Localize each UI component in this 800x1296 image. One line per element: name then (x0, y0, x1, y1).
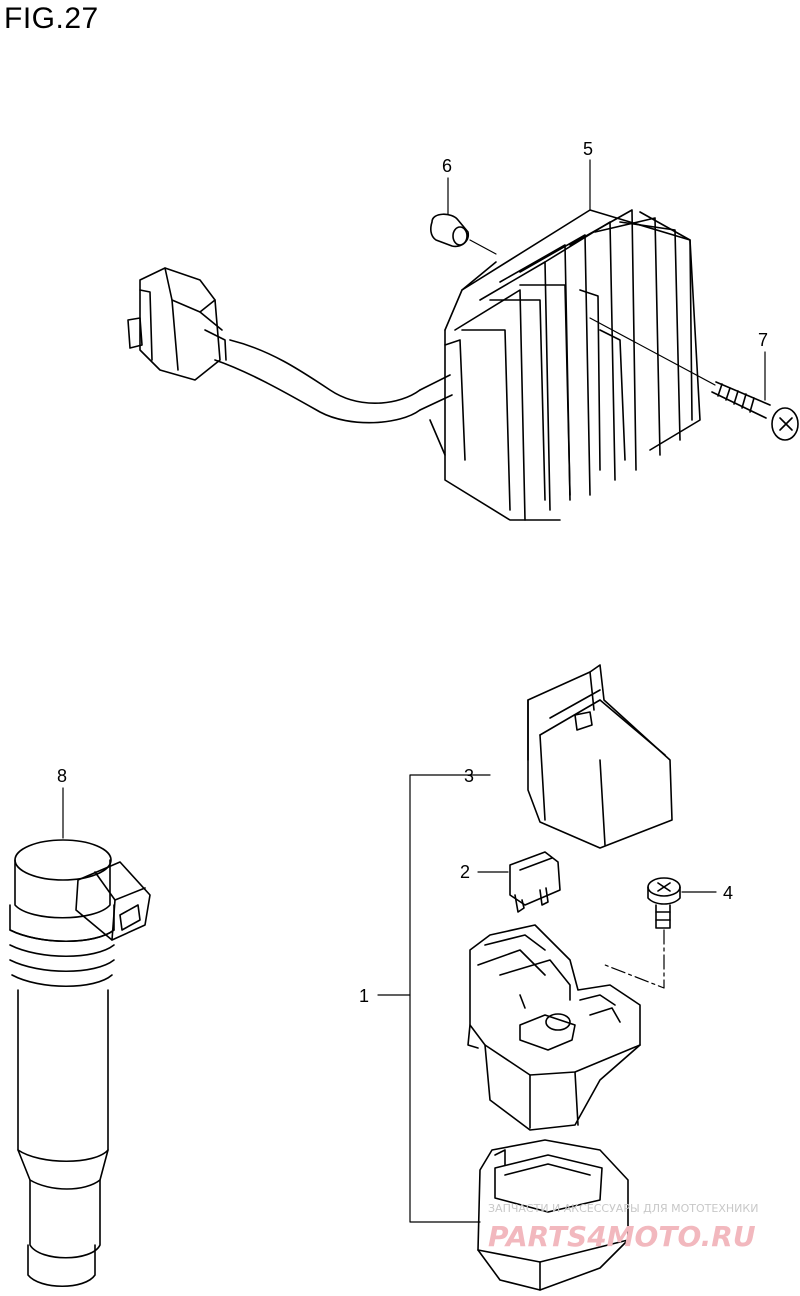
callout-3: 3 (464, 766, 474, 786)
screw-part-4 (604, 877, 717, 989)
spacer-part-6 (430, 177, 470, 248)
figure-title: FIG.27 (4, 2, 99, 35)
watermark-tagline: ЗАПЧАСТИ И АКСЕССУАРЫ ДЛЯ МОТОТЕХНИКИ (488, 1202, 758, 1215)
callout-6: 6 (442, 156, 452, 176)
starter-relay (467, 924, 641, 1131)
callout-4: 4 (723, 883, 733, 903)
callout-2: 2 (460, 862, 470, 882)
fuse-part-2 (477, 851, 561, 913)
bracket-lines-part-1 (377, 774, 491, 1223)
callout-5: 5 (583, 139, 593, 159)
bolt-part-7 (589, 159, 799, 441)
ignition-coil-part-8 (9, 787, 151, 1288)
regulator-harness (127, 267, 453, 456)
callout-8: 8 (57, 766, 67, 786)
watermark-brand: PARTS4MOTO.RU (488, 1220, 756, 1253)
relay-cover-part-3 (527, 664, 673, 849)
callout-7: 7 (758, 330, 768, 350)
callout-1: 1 (359, 986, 369, 1006)
relay-boot (477, 1139, 629, 1291)
regulator-rectifier (444, 209, 716, 521)
